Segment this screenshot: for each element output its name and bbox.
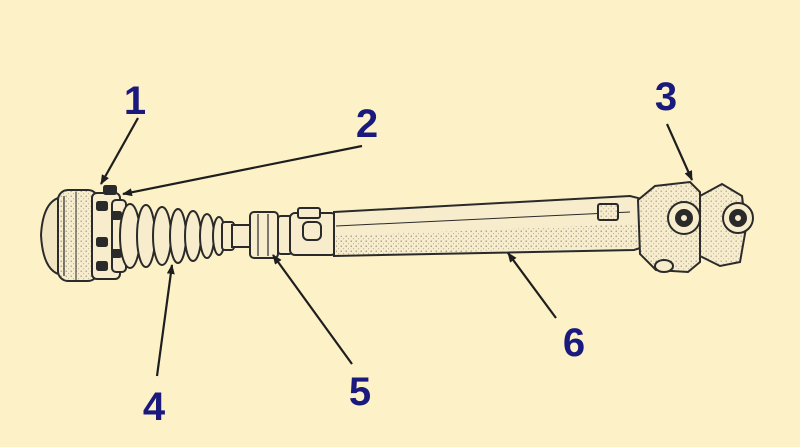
callout-1: 1 (124, 79, 146, 123)
callout-3: 3 (655, 75, 677, 119)
leader-4 (155, 264, 175, 377)
callout-4: 4 (143, 385, 166, 429)
leader-1 (100, 117, 139, 185)
slip-yoke (231, 207, 337, 259)
flange-coupling (39, 185, 127, 282)
leader-6 (507, 252, 557, 319)
callout-6: 6 (563, 321, 585, 365)
rubber-boot (119, 203, 235, 269)
shaft-tube (333, 194, 647, 258)
callout-5: 5 (349, 370, 371, 414)
leader-3 (665, 123, 694, 181)
leader-2 (122, 144, 363, 197)
callout-2: 2 (356, 102, 378, 146)
universal-joint (636, 180, 754, 274)
callout-labels: 1 2 3 4 5 6 (124, 75, 677, 429)
leader-5 (272, 254, 353, 365)
leader-lines (100, 117, 694, 377)
